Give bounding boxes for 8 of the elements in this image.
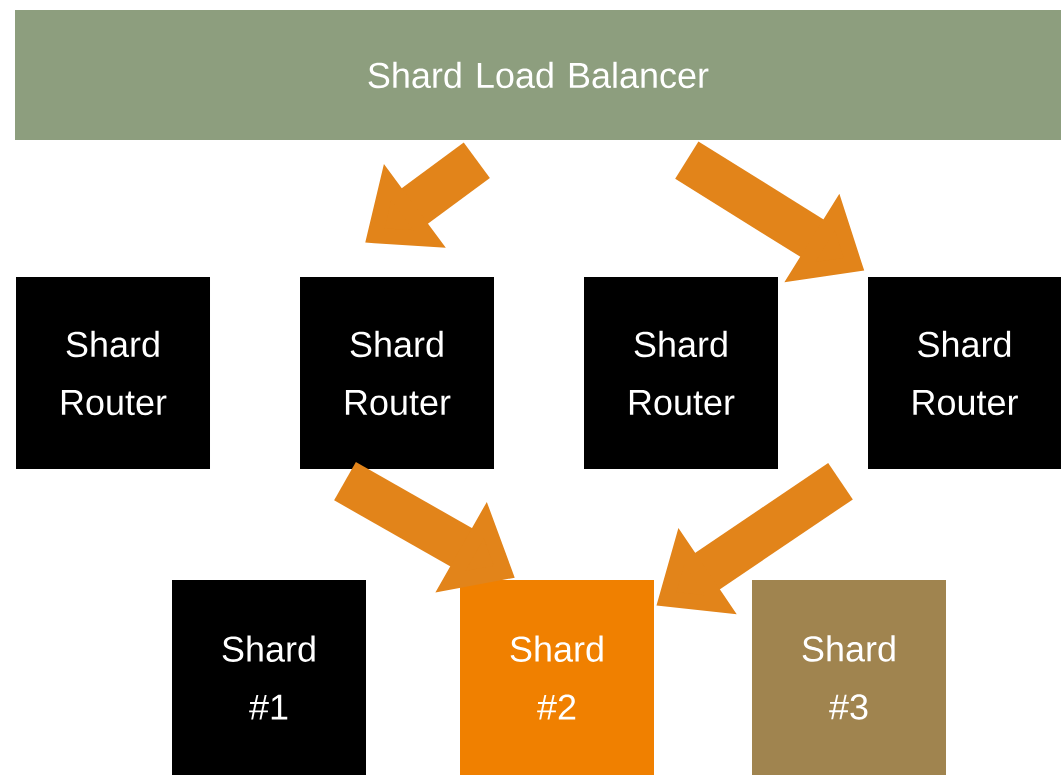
router-box: Shard Router	[16, 277, 210, 469]
router-box: Shard Router	[868, 277, 1061, 469]
router-box: Shard Router	[584, 277, 778, 469]
load-balancer-bar: Shard Load Balancer	[15, 10, 1061, 140]
shard-box: Shard #2	[460, 580, 654, 775]
router-box: Shard Router	[300, 277, 494, 469]
shard-box: Shard #3	[752, 580, 946, 775]
shard-box: Shard #1	[172, 580, 366, 775]
